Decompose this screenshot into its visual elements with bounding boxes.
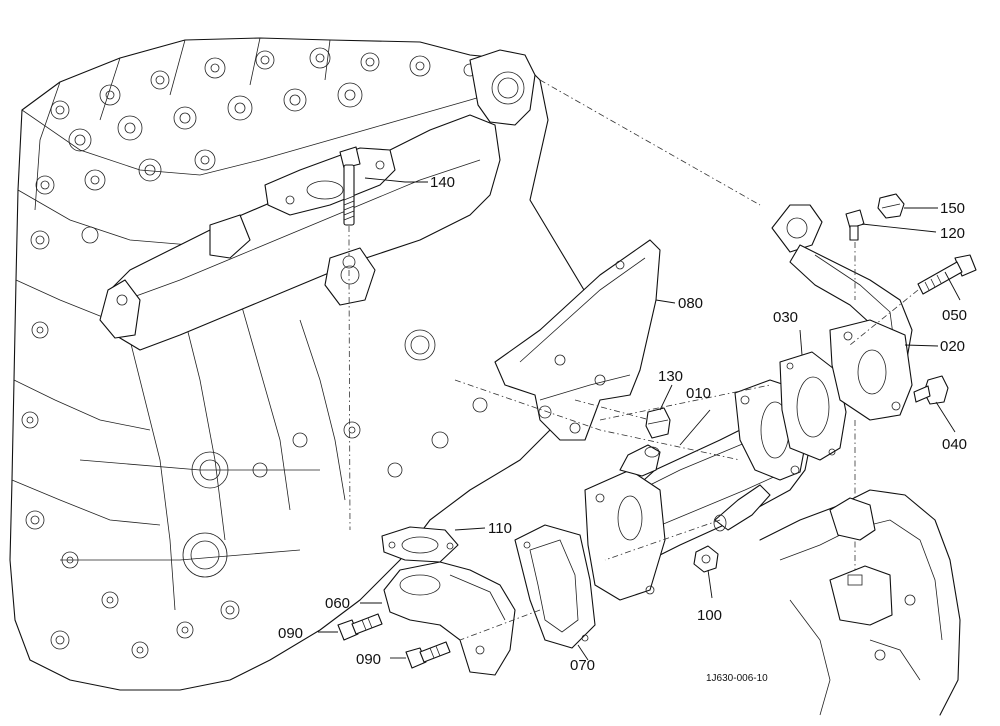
callout-050: 050 bbox=[942, 307, 967, 324]
callout-120: 120 bbox=[940, 225, 965, 242]
egr-pipe-020 bbox=[771, 204, 913, 421]
callout-060: 060 bbox=[325, 595, 350, 612]
figure-code: 1J630-006-10 bbox=[706, 673, 768, 684]
bracket-080 bbox=[494, 239, 661, 441]
callout-150: 150 bbox=[940, 200, 965, 217]
callout-090-lower: 090 bbox=[356, 651, 381, 668]
callout-040: 040 bbox=[942, 436, 967, 453]
callout-110: 110 bbox=[488, 520, 512, 537]
exhaust-manifold bbox=[99, 114, 501, 351]
long-bolt-140 bbox=[339, 146, 361, 226]
gasket-030 bbox=[779, 351, 847, 461]
leader-lines bbox=[318, 177, 961, 661]
elbow-060 bbox=[383, 561, 516, 676]
gasket-110 bbox=[381, 526, 459, 563]
bolt-050 bbox=[917, 254, 977, 295]
callout-030: 030 bbox=[773, 309, 798, 326]
engine-block bbox=[9, 37, 601, 691]
bolt-120 bbox=[845, 209, 865, 241]
bell-housing bbox=[759, 489, 961, 716]
callout-100: 100 bbox=[697, 607, 722, 624]
bolt-150 bbox=[877, 193, 905, 219]
callout-140: 140 bbox=[430, 174, 455, 191]
egr-cooler-010 bbox=[584, 379, 813, 601]
callout-070: 070 bbox=[570, 657, 595, 674]
callout-130: 130 bbox=[658, 368, 683, 385]
callout-020: 020 bbox=[940, 338, 965, 355]
gasket-070 bbox=[514, 524, 596, 649]
callout-080: 080 bbox=[678, 295, 703, 312]
bolt-090-lower bbox=[405, 641, 451, 669]
callout-labels: 140 150 120 080 050 030 020 130 010 040 … bbox=[278, 174, 967, 684]
bolt-040 bbox=[913, 375, 949, 405]
callout-090-upper: 090 bbox=[278, 625, 303, 642]
bolt-130 bbox=[645, 407, 671, 439]
bolt-090-upper bbox=[337, 613, 383, 641]
callout-010: 010 bbox=[686, 385, 711, 402]
nut-100 bbox=[693, 545, 719, 573]
